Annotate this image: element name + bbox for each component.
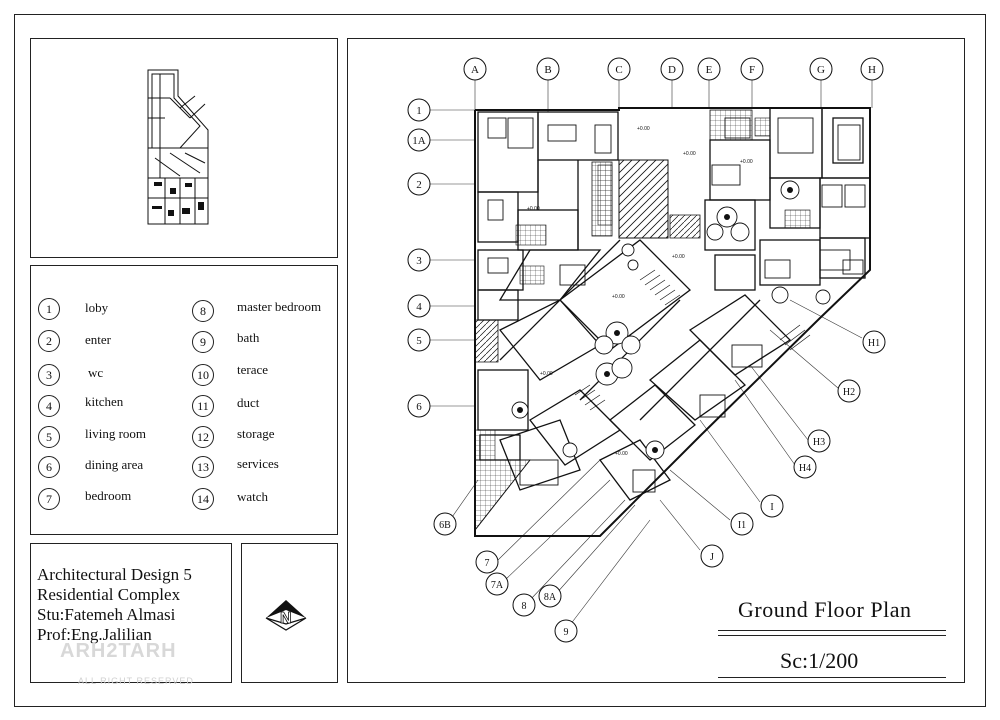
legend-label-11: duct	[237, 395, 260, 410]
grid-G: G	[817, 64, 825, 76]
grid-C: C	[615, 64, 622, 76]
legend-label-1: loby	[85, 300, 109, 315]
legend-num-14: 14	[192, 488, 214, 510]
grid-H: H	[868, 64, 876, 76]
legend-label-3: wc	[88, 365, 104, 380]
grid-2: 2	[416, 179, 422, 191]
grid-E: E	[706, 64, 713, 76]
plan-scale-underline	[718, 677, 946, 678]
legend-num-8: 8	[192, 300, 214, 322]
student-name: Stu:Fatemeh Almasi	[37, 605, 176, 624]
legend-num-9: 9	[192, 331, 214, 353]
project-title: Residential Complex	[37, 585, 181, 604]
grid-5: 5	[416, 335, 422, 347]
keyplan-panel	[30, 38, 338, 258]
grid-1: 1	[416, 105, 422, 117]
grid-J: J	[710, 552, 714, 563]
grid-F: F	[749, 64, 755, 76]
grid-6B: 6B	[439, 520, 451, 531]
grid-I1: I1	[738, 520, 746, 531]
grid-D: D	[668, 64, 676, 76]
legend-label-9: bath	[237, 330, 260, 345]
legend-num-13: 13	[192, 456, 214, 478]
legend-label-5: living room	[85, 426, 147, 441]
grid-A: A	[471, 64, 479, 76]
svg-text:+0.00: +0.00	[540, 371, 553, 377]
svg-text:+0.00: +0.00	[612, 294, 625, 300]
svg-text:+0.00: +0.00	[683, 151, 696, 157]
legend-num-3: 3	[38, 364, 60, 386]
key-plan	[147, 69, 209, 225]
grid-9: 9	[564, 627, 569, 638]
north-label: N	[280, 610, 292, 627]
plan-scale: Sc:1/200	[780, 648, 859, 673]
legend-label-2: enter	[85, 332, 111, 347]
svg-text:+0.00: +0.00	[527, 206, 540, 212]
title-block: Architectural Design 5 Residential Compl…	[37, 565, 192, 645]
legend-label-4: kitchen	[85, 394, 124, 409]
legend-num-12: 12	[192, 426, 214, 448]
legend-num-11: 11	[192, 395, 214, 417]
legend-label-8: master bedroom	[237, 299, 322, 314]
grid-6: 6	[416, 401, 422, 413]
plan-title: Ground Floor Plan	[738, 597, 912, 622]
grid-3: 3	[416, 255, 422, 267]
legend-label-6: dining area	[85, 457, 144, 472]
grid-bubbles-top	[463, 57, 884, 81]
grid-8A: 8A	[544, 592, 557, 603]
legend-label-12: storage	[237, 426, 275, 441]
legend-num-2: 2	[38, 330, 60, 352]
watermark-brand: ARH2TARH	[60, 640, 177, 662]
outer-border	[14, 14, 986, 707]
legend-num-7: 7	[38, 488, 60, 510]
legend-num-6: 6	[38, 456, 60, 478]
svg-text:+0.00: +0.00	[672, 254, 685, 260]
grid-1A: 1A	[412, 135, 426, 147]
professor-name: Prof:Eng.Jalilian	[37, 625, 152, 644]
svg-text:+0.00: +0.00	[615, 451, 628, 457]
grid-H1: H1	[868, 338, 880, 349]
legend-label-7: bedroom	[85, 488, 132, 503]
grid-H4: H4	[799, 463, 811, 474]
grid-8: 8	[522, 601, 527, 612]
north-panel	[241, 543, 338, 683]
legend-num-5: 5	[38, 426, 60, 448]
grid-4: 4	[416, 301, 422, 313]
watermark-rights: ALL RIGHT RESERVED	[78, 676, 194, 686]
plan-title-underline	[718, 630, 946, 631]
legend-num-10: 10	[192, 364, 214, 386]
legend-panel	[30, 265, 338, 535]
grid-I: I	[770, 502, 773, 513]
svg-text:+0.00: +0.00	[740, 159, 753, 165]
legend-label-13: services	[237, 456, 279, 471]
grid-H2: H2	[843, 387, 855, 398]
legend-label-10: terace	[237, 362, 269, 377]
north-arrow-icon: N	[265, 600, 307, 631]
legend-num-1: 1	[38, 298, 60, 320]
svg-text:+0.00: +0.00	[637, 126, 650, 132]
title-block-panel	[30, 543, 232, 683]
legend-num-4: 4	[38, 395, 60, 417]
grid-7A: 7A	[491, 580, 504, 591]
course-title: Architectural Design 5	[37, 565, 192, 584]
grid-B: B	[544, 64, 551, 76]
grid-H3: H3	[813, 437, 825, 448]
legend-label-14: watch	[237, 489, 269, 504]
drawing-panel	[347, 38, 965, 683]
grid-7: 7	[485, 558, 490, 569]
plan-title-underline-2	[718, 635, 946, 636]
